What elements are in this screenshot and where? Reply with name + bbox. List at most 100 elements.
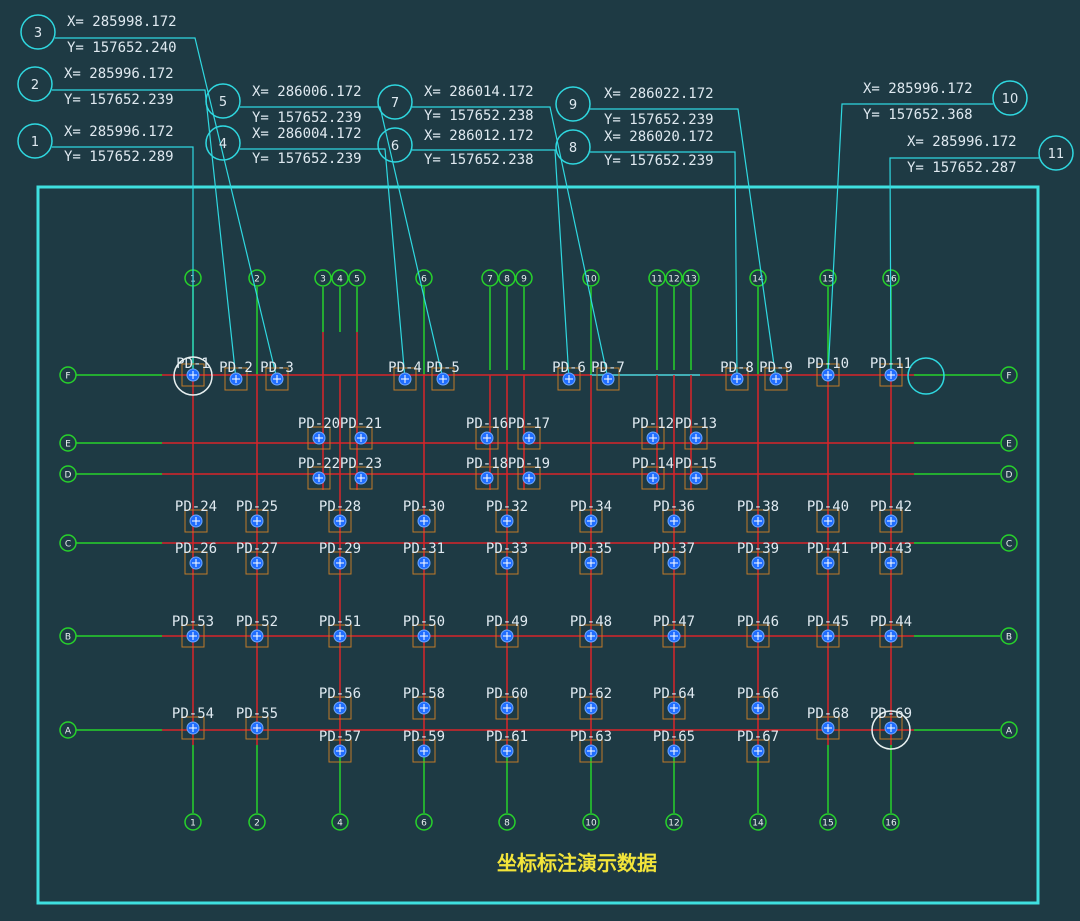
pile-label: PD-49 [486,614,528,630]
pile-label: PD-62 [570,686,612,702]
pile-cap-box [328,696,352,720]
pile-cap-box [495,509,519,533]
pile-label: PD-44 [870,614,912,630]
pile-label: PD-46 [737,614,779,630]
callout-leader [240,106,444,380]
pile-cap-box [495,551,519,575]
pile-label: PD-21 [340,416,382,432]
pile-group: PD-12 [632,416,674,450]
pile-cap-box [328,624,352,648]
pile-group: PD-38 [737,499,779,533]
pile-cap-box [412,696,436,720]
pile-label: PD-47 [653,614,695,630]
pile-cap-box [641,426,665,450]
pile-cap-box [746,739,770,763]
pile-group: PD-25 [236,499,278,533]
pile-label: PD-5 [426,360,460,376]
pile-cap-box [662,624,686,648]
pile-label: PD-38 [737,499,779,515]
row-axis-bubble [1000,534,1018,552]
pile-group: PD-49 [486,614,528,648]
pile-group: PD-62 [570,686,612,720]
column-axis-label: 5 [354,275,360,285]
pile-cap-box [517,466,541,490]
pile-label: PD-60 [486,686,528,702]
column-axis-label: 6 [421,819,427,829]
pile-label: PD-1 [176,356,210,372]
drawing-title: 坐标标注演示数据 [497,851,657,875]
column-axis-bubble [415,813,433,831]
column-axis-label: 12 [668,819,679,829]
pile-label: PD-23 [340,456,382,472]
pile-label: PD-37 [653,541,695,557]
callout-leader [889,157,1039,376]
pile-group: PD-48 [570,614,612,648]
column-axis-label: 4 [337,819,343,829]
pile-cap-box [746,551,770,575]
pile-group: PD-50 [403,614,445,648]
selection-circle [173,356,213,396]
callout-x-coordinate: X= 285996.172 [64,124,174,140]
row-axis-label: B [1006,633,1012,643]
column-axis-bubble [819,269,837,287]
row-axis-label: E [1006,440,1012,450]
pile-group: PD-47 [653,614,695,648]
column-axis-bubble [819,813,837,831]
callout-leader [590,151,738,380]
pile-group: PD-41 [807,541,849,575]
pile-label: PD-8 [720,360,754,376]
pile-cap-box [517,426,541,450]
pile-cap-box [495,739,519,763]
pile-group: PD-8 [720,360,754,391]
column-axis-bubble [498,269,516,287]
callout-leader [412,106,609,380]
pile-label: PD-66 [737,686,779,702]
pile-cap-box [224,367,248,391]
pile-label: PD-64 [653,686,695,702]
pile-cap-box [412,739,436,763]
pile-group: PD-13 [675,416,717,450]
pile-cap-box [746,624,770,648]
pile-group: PD-1 [176,356,210,387]
pile-cap-box [475,466,499,490]
callout-bubble [377,84,413,120]
pile-group: PD-23 [340,456,382,490]
column-axis-bubble [314,269,332,287]
pile-label: PD-31 [403,541,445,557]
pile-cap-box [181,363,205,387]
pile-group: PD-60 [486,686,528,720]
column-axis-label: 7 [487,275,493,285]
pile-label: PD-43 [870,541,912,557]
pile-label: PD-54 [172,706,214,722]
callout-leader [240,148,406,380]
column-axis-bubble [749,269,767,287]
column-axis-bubble [184,813,202,831]
pile-label: PD-10 [807,356,849,372]
pile-cap-box [816,624,840,648]
pile-label: PD-63 [570,729,612,745]
column-axis-label: 16 [885,819,897,829]
pile-label: PD-51 [319,614,361,630]
pile-cap-box [475,426,499,450]
callout-number: 3 [34,26,42,41]
pile-group: PD-59 [403,729,445,763]
pile-group: PD-26 [175,541,217,575]
column-axis-label: 12 [668,275,679,285]
pile-label: PD-24 [175,499,217,515]
pile-group: PD-31 [403,541,445,575]
pile-cap-box [662,739,686,763]
pile-label: PD-40 [807,499,849,515]
row-axis-label: E [65,440,71,450]
callout-x-coordinate: X= 285996.172 [863,81,973,97]
pile-group: PD-33 [486,541,528,575]
pile-cap-box [557,367,581,391]
pile-cap-box [879,509,903,533]
column-axis-label: 14 [752,819,764,829]
pile-group: PD-43 [870,541,912,575]
callout-number: 1 [31,135,39,150]
